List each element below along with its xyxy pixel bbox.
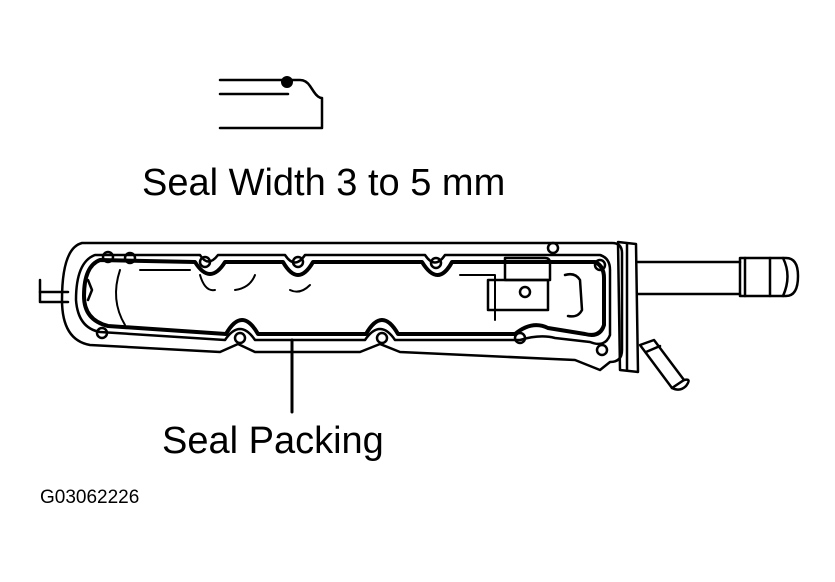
figure-code: G03062226 [40,487,140,508]
seal-packing-line [82,258,606,337]
seal-width-label: Seal Width 3 to 5 mm [142,162,506,204]
cover-pockets [486,256,584,318]
cover-flange [60,241,624,372]
cover-inner-contour [115,269,496,326]
seal-packing-label: Seal Packing [162,420,384,462]
seal-bead-dot [281,76,293,88]
bolt-holes [95,241,609,357]
hose-fitting [638,338,690,391]
seal-bead-detail [218,76,324,130]
left-pipe-stub [38,278,94,304]
end-flange [616,240,640,374]
outlet-pipe [636,256,800,298]
